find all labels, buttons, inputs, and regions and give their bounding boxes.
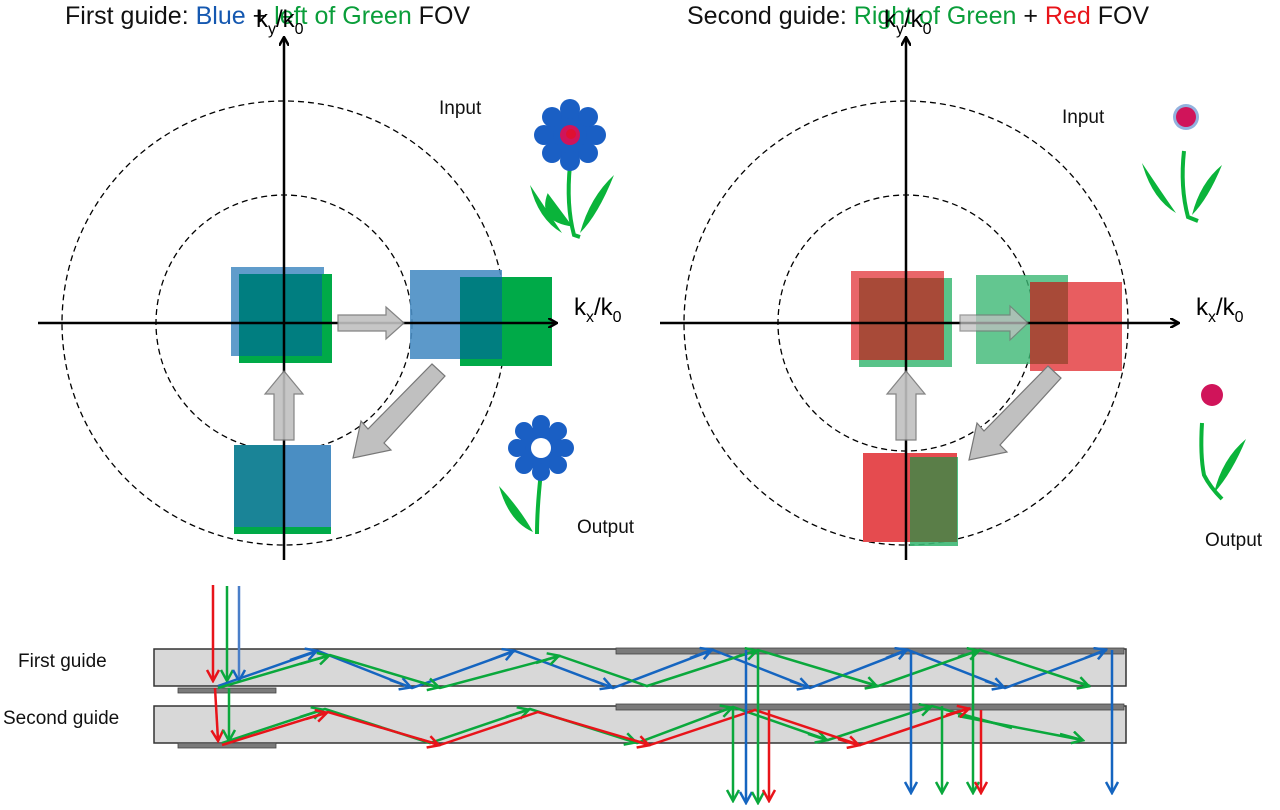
blue-arrowhead bbox=[389, 680, 410, 687]
waveguide-stack: First guide Second guide bbox=[3, 585, 1127, 802]
shift-up-arrow bbox=[263, 370, 305, 441]
kx-axis-label: kx/k0 bbox=[1196, 294, 1244, 326]
shift-right-arrow bbox=[337, 305, 405, 341]
kx-axis-label: kx/k0 bbox=[574, 294, 622, 326]
second-guide-label: Second guide bbox=[3, 708, 119, 729]
shift-diagonal-arrow bbox=[968, 365, 1062, 461]
blue-arrowhead bbox=[591, 680, 611, 687]
blue-arrowhead bbox=[1084, 650, 1105, 658]
second-guide-title: Second guide: Right of Green + Red FOV bbox=[687, 2, 1149, 31]
output-label: Output bbox=[577, 517, 635, 538]
green-arrowhead bbox=[1069, 680, 1088, 686]
overlap-bottom bbox=[910, 457, 957, 542]
shift-diagonal-arrow bbox=[352, 363, 446, 459]
green-arrowhead bbox=[909, 707, 930, 713]
overlap-center bbox=[859, 278, 944, 360]
red-arrowhead bbox=[837, 739, 858, 745]
shift-right-arrow bbox=[959, 304, 1029, 342]
green-arrowhead bbox=[535, 656, 558, 663]
green-ray-segment bbox=[957, 714, 1083, 742]
ky-axis-label: ky/k0 bbox=[256, 6, 304, 38]
title-red-part: Red bbox=[1044, 2, 1091, 30]
title-prefix: First guide: bbox=[65, 2, 196, 30]
first-in-coupler-grating bbox=[177, 687, 277, 694]
blue-arrowhead bbox=[885, 650, 906, 658]
second-out-coupler-grating bbox=[615, 703, 1125, 711]
first-guide-k-space-panel: ky/k0 kx/k0 Input Output bbox=[38, 6, 635, 560]
green-arrowhead bbox=[505, 710, 528, 717]
overlap-center bbox=[239, 274, 322, 356]
blue-fov-bottom bbox=[284, 445, 331, 527]
first-guide-label: First guide bbox=[18, 651, 107, 672]
ky-axis-label: ky/k0 bbox=[884, 6, 932, 38]
input-label: Input bbox=[439, 98, 482, 119]
green-ray-tir-first-guide bbox=[217, 648, 1091, 690]
second-guide-k-space-panel: ky/k0 kx/k0 Input Output bbox=[660, 6, 1263, 560]
red-arrowhead bbox=[419, 739, 438, 745]
green-arrowhead bbox=[807, 734, 826, 740]
blue-arrowhead bbox=[789, 681, 808, 687]
title-green-part: Right of Green bbox=[853, 2, 1017, 30]
output-flower-icon bbox=[499, 415, 574, 535]
first-guide-slab bbox=[153, 648, 1127, 687]
red-arrowhead bbox=[629, 739, 648, 745]
output-flower-icon bbox=[1199, 384, 1246, 501]
title-blue-part: Blue bbox=[195, 2, 246, 30]
green-arrowhead bbox=[299, 656, 328, 664]
green-arrowhead bbox=[419, 682, 438, 687]
input-flower-icon bbox=[530, 99, 614, 239]
input-label: Input bbox=[1062, 107, 1105, 128]
overlap-shifted bbox=[460, 277, 502, 359]
title-join: + bbox=[245, 2, 275, 30]
title-green-part: left of Green bbox=[274, 2, 412, 30]
green-arrowhead bbox=[857, 680, 876, 686]
blue-arrowhead bbox=[489, 651, 513, 662]
overlap-bottom bbox=[234, 445, 284, 527]
blue-fov-bottom-tint bbox=[234, 445, 331, 527]
title-suffix: FOV bbox=[411, 2, 471, 30]
shift-up-arrow bbox=[885, 370, 927, 441]
red-arrowhead bbox=[945, 709, 968, 715]
title-suffix: FOV bbox=[1090, 2, 1150, 30]
first-out-coupler-grating bbox=[615, 647, 1125, 655]
blue-ray-tir-first-guide bbox=[217, 648, 1108, 690]
input-flower-icon bbox=[1142, 104, 1222, 223]
first-guide-title: First guide: Blue + left of Green FOV bbox=[65, 2, 470, 31]
blue-arrowhead bbox=[289, 651, 316, 662]
green-arrowhead bbox=[957, 651, 978, 657]
green-arrowhead bbox=[709, 708, 731, 715]
title-prefix: Second guide: bbox=[687, 2, 854, 30]
red-ray-to-second-guide bbox=[215, 687, 218, 740]
output-label: Output bbox=[1205, 530, 1263, 551]
red-arrowhead bbox=[305, 713, 326, 719]
title-join: + bbox=[1016, 2, 1045, 30]
blue-arrowhead bbox=[689, 650, 711, 658]
blue-arrowhead bbox=[984, 681, 1003, 687]
